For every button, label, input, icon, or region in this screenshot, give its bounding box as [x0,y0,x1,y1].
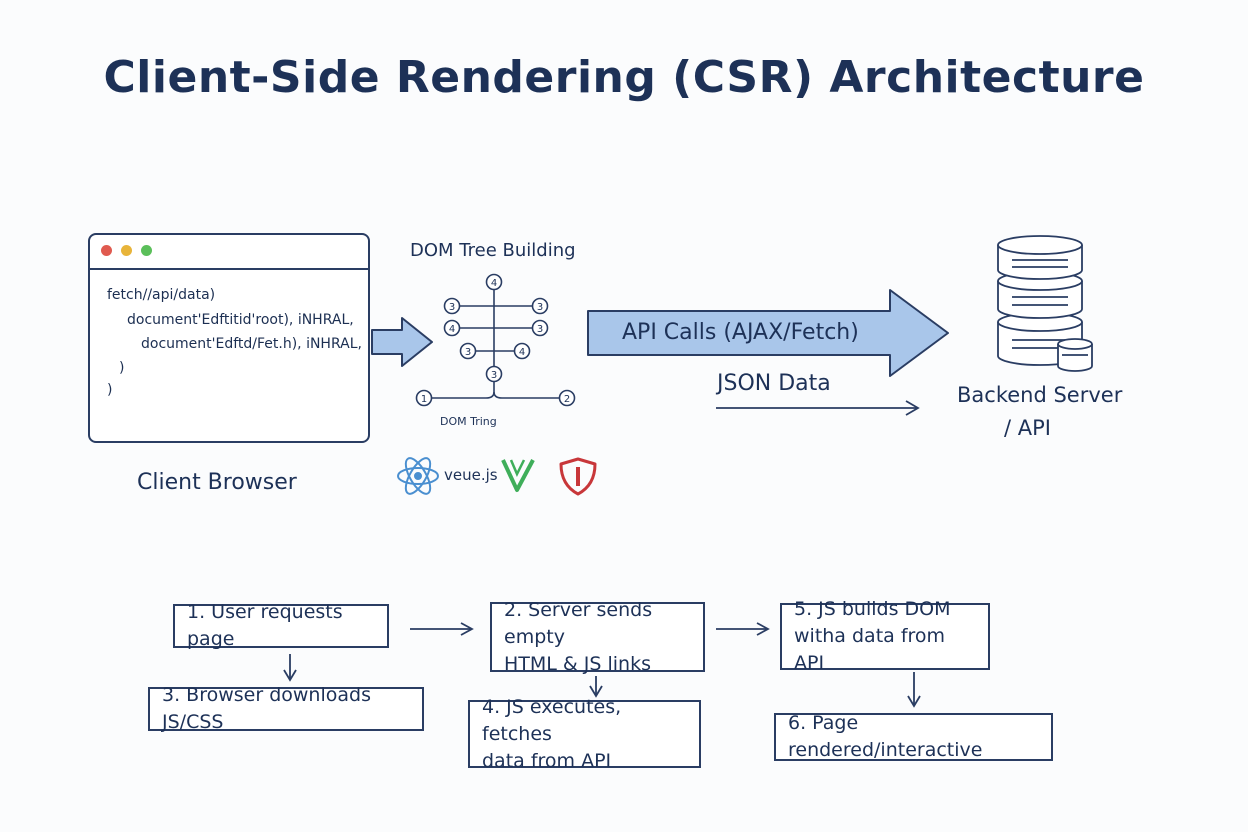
json-data-label: JSON Data [717,371,831,396]
dom-node-label: 1 [421,394,427,405]
server-label-line1: Backend Server [957,383,1123,407]
step-2-box: 2. Server sends empty HTML & JS links [490,599,705,675]
step-4-box: 4. JS executes, fetches data from API [468,696,701,772]
dom-node-label: 3 [537,324,543,335]
dom-node-circle [415,389,433,407]
dom-node-label: 3 [449,302,455,313]
dom-tree-nodes: 4 3 3 4 3 3 4 3 1 2 [415,273,576,407]
client-browser-label: Client Browser [137,470,297,495]
dom-node-circle [485,365,503,383]
step-3-box: 3. Browser downloads JS/CSS [148,684,424,733]
dom-node-label: 4 [519,347,525,358]
browser-to-dom-arrow [371,317,433,367]
api-calls-label: API Calls (AJAX/Fetch) [622,320,859,345]
dom-node-label: 3 [465,347,471,358]
minimize-dot-icon [121,245,132,256]
dom-node-circle [531,297,549,315]
step-6-box: 6. Page rendered/interactive [774,712,1053,761]
dom-node-label: 2 [564,394,570,405]
browser-title-bar [90,235,368,270]
client-browser-window: fetch//api/data) document'Edftitid'root)… [88,233,370,443]
database-server-icon [997,235,1093,372]
dom-node-label: 4 [449,324,455,335]
dom-node-circle [443,319,461,337]
dom-node-circle [531,319,549,337]
flow-arrows [283,622,921,708]
code-line-2: document'Edftitid'root), iNHRAL, [127,312,354,328]
code-line-3: document'Edftd/Fet.h), iNHRAL, [141,336,362,352]
dom-node-label: 3 [537,302,543,313]
dom-tree-title: DOM Tree Building [410,240,576,261]
dom-node-circle [459,342,477,360]
dom-tree-caption: DOM Tring [440,415,497,428]
maximize-dot-icon [141,245,152,256]
server-label-line2: / API [1004,416,1051,440]
dom-node-circle [558,389,576,407]
dom-node-circle [485,273,503,291]
dom-node-circle [443,297,461,315]
step-5-box: 5. JS builds DOM witha data from API [780,598,990,674]
step-1-box: 1. User requests page [173,601,389,650]
shield-icon [559,457,597,496]
vue-logo-icon [501,459,535,492]
close-dot-icon [101,245,112,256]
code-line-4: ) [119,360,125,376]
json-data-arrow [716,400,920,416]
atom-icon [397,457,439,495]
vue-label: veue.js [444,466,498,484]
dom-node-label: 4 [491,278,497,289]
dom-node-circle [513,342,531,360]
api-calls-arrow [587,289,949,377]
diagram-title: Client-Side Rendering (CSR) Architecture [103,52,1145,103]
code-line-1: fetch//api/data) [107,287,216,303]
dom-node-label: 3 [491,370,497,381]
dom-tree [432,290,560,399]
code-line-5: ) [107,382,113,398]
